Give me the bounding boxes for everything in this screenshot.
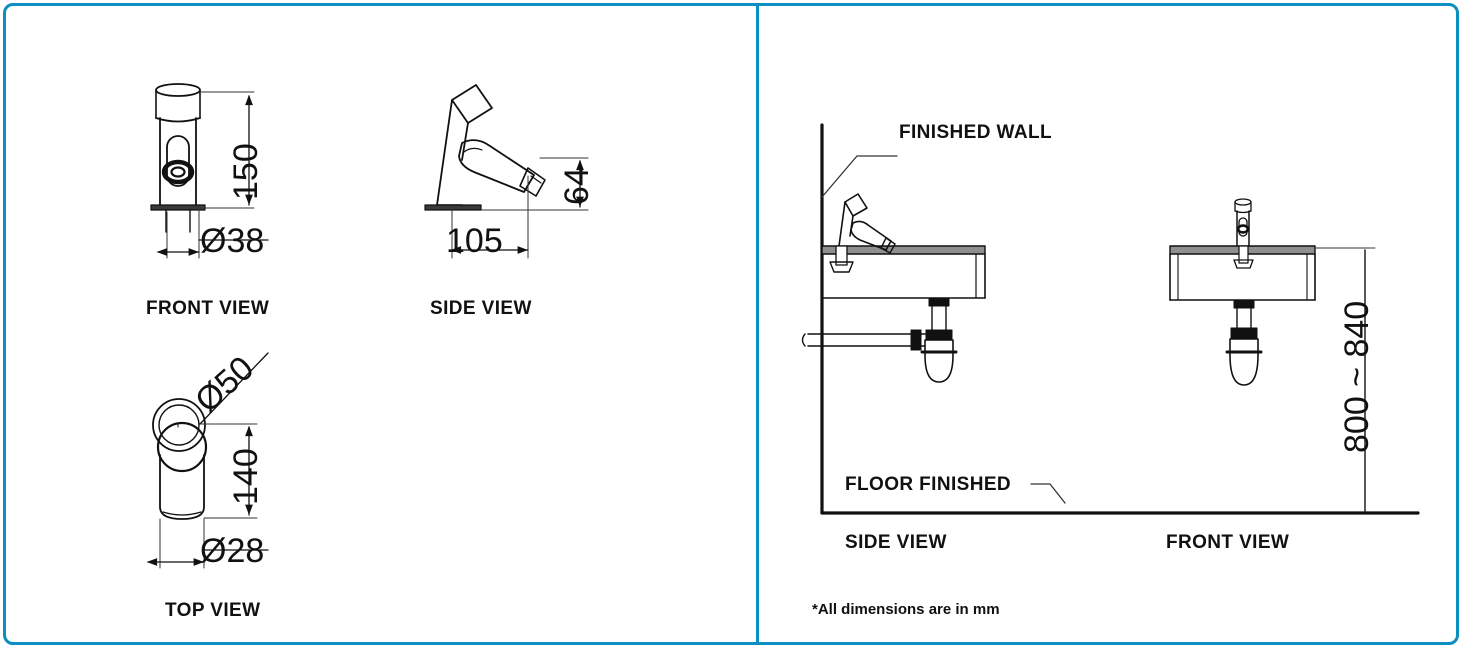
dimension-64 (481, 157, 589, 211)
callout-floor-finished: FLOOR FINISHED (845, 474, 1012, 495)
dimension-800-840 (1314, 247, 1376, 512)
dimension-140 (199, 423, 258, 519)
dimension-value-140: 140 (227, 448, 265, 505)
install-front-geometry (1169, 198, 1316, 386)
dimension-d28 (146, 518, 269, 569)
front-view-geometry (150, 83, 206, 233)
view-label-front: FRONT VIEW (146, 298, 270, 319)
dimension-value-mounting-height: 800 ~ 840 (1338, 300, 1376, 453)
units-note: *All dimensions are in mm (812, 601, 1000, 618)
top-view-geometry (152, 398, 208, 520)
dimension-d50 (199, 352, 269, 425)
panel-divider (756, 3, 759, 645)
view-label-install-front: FRONT VIEW (1166, 532, 1290, 553)
dimension-value-150: 150 (227, 143, 265, 200)
dimension-value-d38: Ø38 (200, 222, 265, 260)
sheet-border (3, 3, 1459, 645)
callout-finished-wall: FINISHED WALL (899, 122, 1052, 143)
dimension-value-105: 105 (446, 222, 503, 260)
dimension-d38 (156, 209, 269, 259)
dimension-105 (450, 175, 529, 259)
dimension-150 (199, 91, 255, 209)
view-label-top: TOP VIEW (165, 600, 261, 621)
view-label-side: SIDE VIEW (430, 298, 532, 319)
install-side-geometry (801, 123, 1420, 515)
side-view-geometry (424, 84, 546, 211)
dimension-value-d28: Ø28 (200, 532, 265, 570)
dimension-value-64: 64 (558, 167, 596, 205)
view-label-install-side: SIDE VIEW (845, 532, 947, 553)
